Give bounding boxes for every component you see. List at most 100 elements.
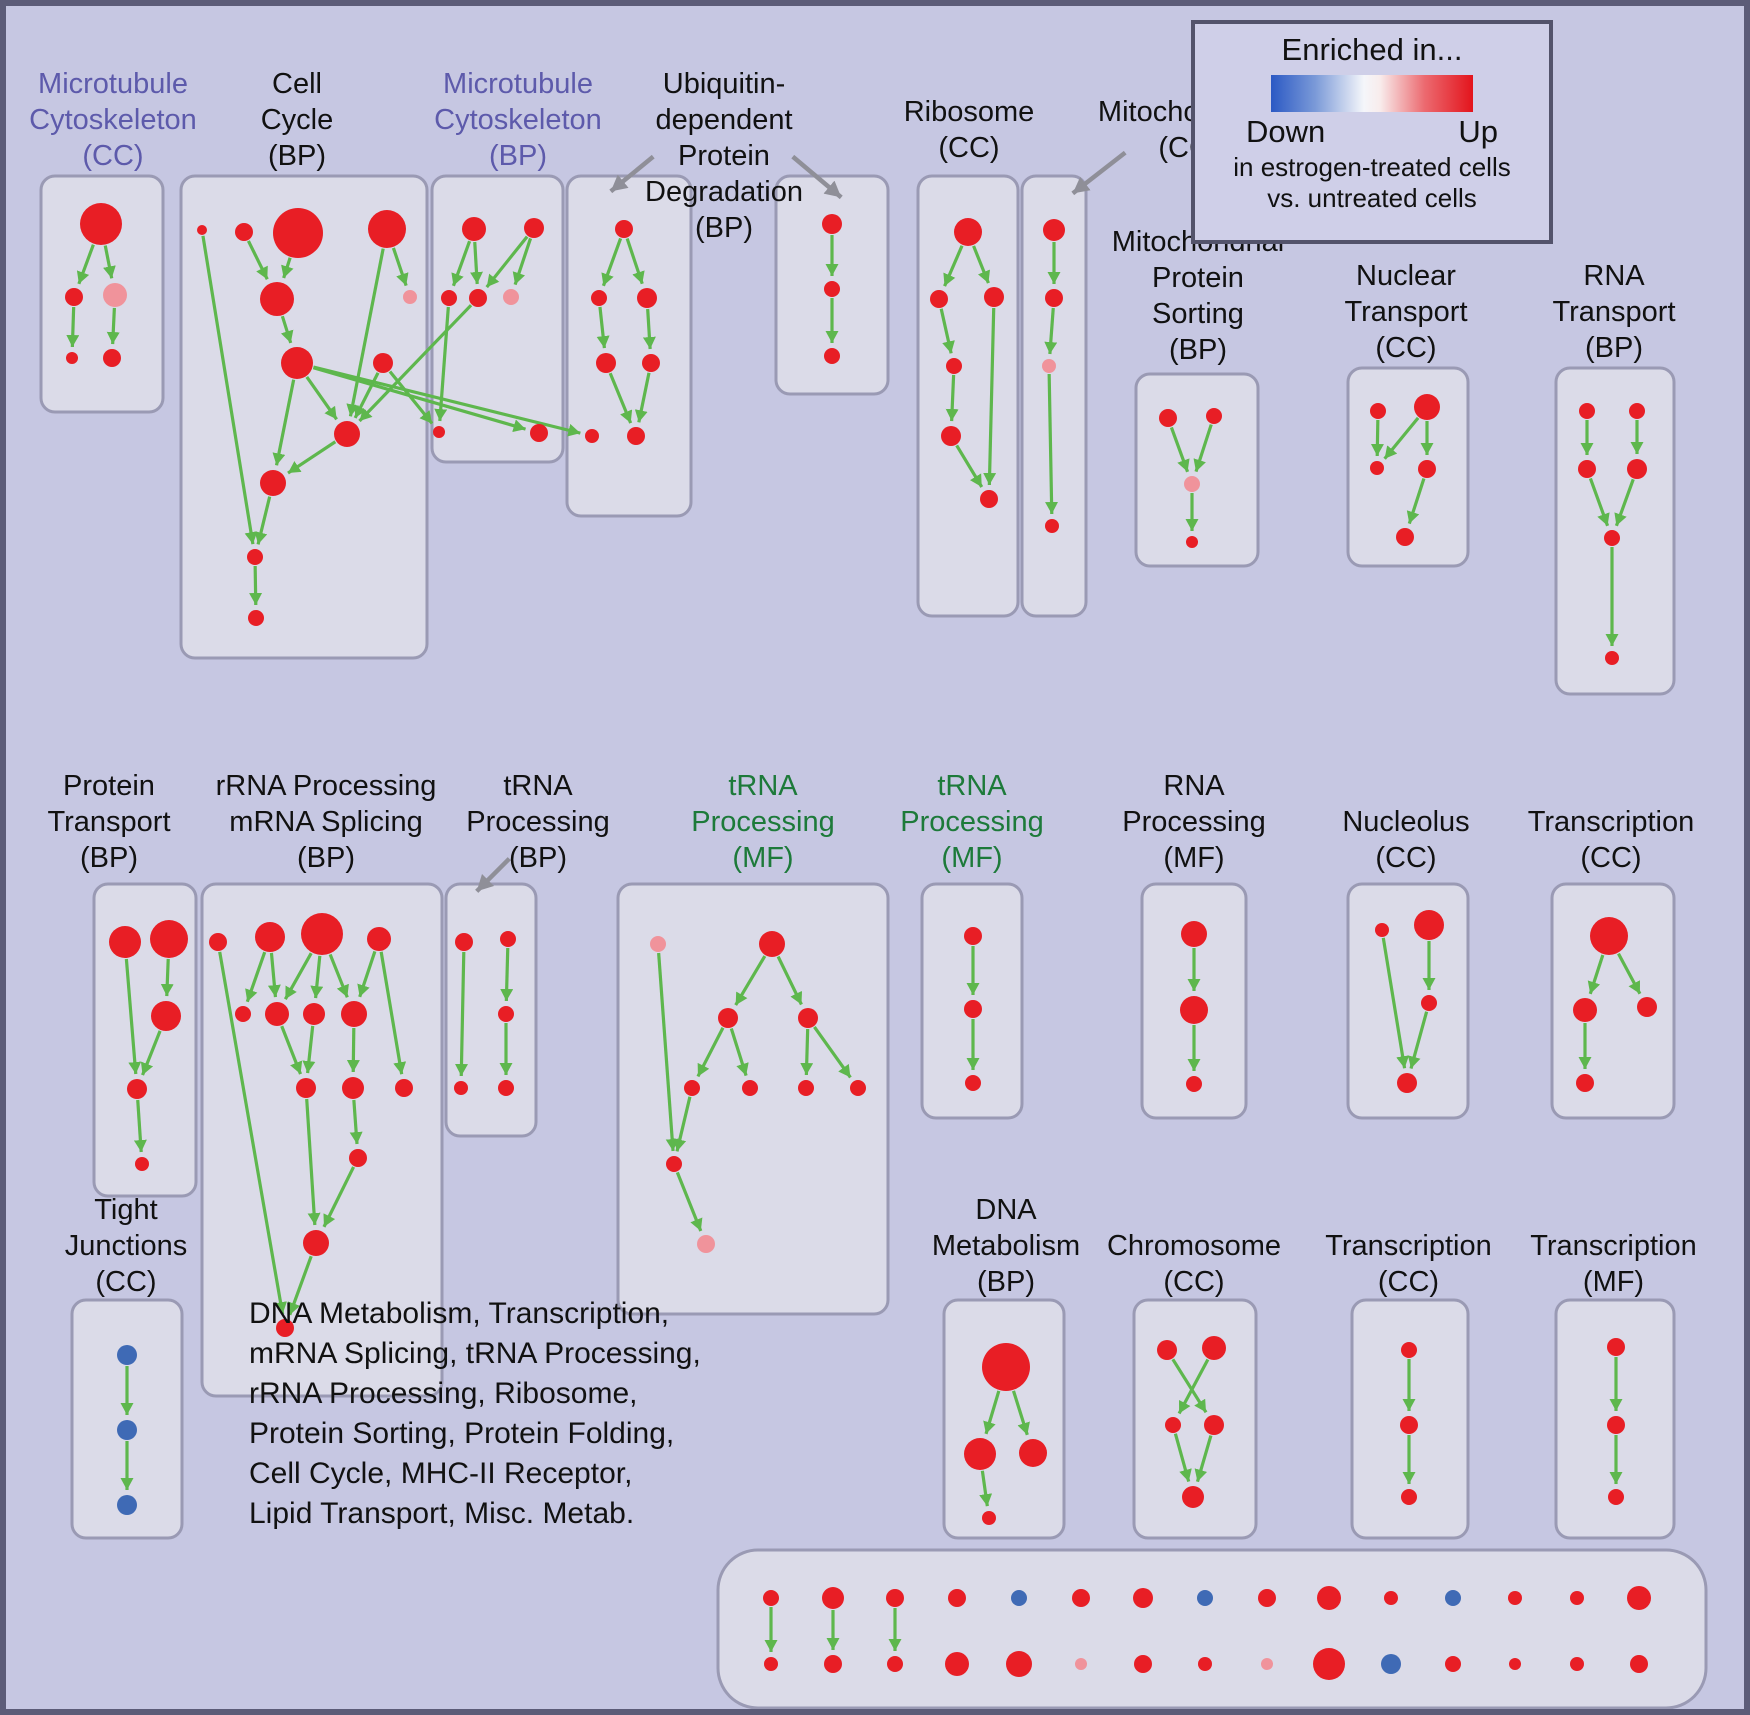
go-term-node — [798, 1008, 818, 1028]
edge — [201, 235, 258, 545]
cluster-label-dna-metabolism: DNA Metabolism (BP) — [931, 1194, 1081, 1298]
go-term-node — [301, 913, 343, 955]
go-term-node — [260, 470, 286, 496]
cluster-box-trna-processing-bp — [444, 882, 538, 1138]
edge — [596, 306, 610, 349]
go-term-node — [150, 920, 188, 958]
edge — [983, 1390, 1001, 1435]
go-term-node — [367, 927, 391, 951]
edge — [1370, 419, 1384, 457]
edge — [512, 237, 533, 286]
network-svg — [39, 150, 1708, 1709]
go-term-node — [1165, 1417, 1181, 1433]
go-term-node — [742, 1080, 758, 1096]
edge — [254, 496, 272, 545]
go-term-node — [1180, 996, 1208, 1024]
edge — [1171, 1358, 1208, 1414]
go-term-node — [718, 1008, 738, 1028]
go-term-node — [1317, 1586, 1341, 1610]
edge — [1587, 954, 1605, 995]
go-term-node — [1397, 1073, 1417, 1093]
go-term-node — [945, 1652, 969, 1676]
edge — [379, 951, 407, 1075]
cluster-label-mixed-terms: DNA Metabolism, Transcription, mRNA Spli… — [249, 1297, 701, 1530]
cluster-box-nucleolus — [1346, 882, 1470, 1120]
edge — [943, 245, 964, 287]
go-term-node — [462, 217, 486, 241]
go-term-node — [235, 223, 253, 241]
go-term-node — [454, 1081, 468, 1095]
cluster-box-microtubule-cytoskeleton-bp — [430, 174, 565, 464]
go-term-node — [441, 290, 457, 306]
edge — [218, 951, 287, 1315]
go-term-node — [886, 1589, 904, 1607]
go-term-node — [265, 1002, 289, 1026]
go-term-node — [109, 926, 141, 958]
cluster-label-transcription-cc-1: Transcription (CC) — [1527, 806, 1695, 874]
edge — [280, 315, 294, 344]
edge — [1045, 373, 1059, 515]
go-term-node — [824, 348, 840, 364]
edge — [642, 308, 656, 350]
cluster-label-protein-transport: Protein Transport (BP) — [47, 770, 171, 874]
go-term-node — [103, 283, 127, 307]
edge — [106, 307, 120, 345]
go-term-node — [1072, 1589, 1090, 1607]
go-term-node — [65, 288, 83, 306]
edge — [485, 235, 529, 289]
edge — [972, 245, 991, 284]
edge — [249, 565, 263, 606]
go-term-node — [642, 354, 660, 372]
go-term-node — [697, 1235, 715, 1253]
edge — [1169, 426, 1190, 473]
edge — [1194, 1435, 1213, 1483]
cluster-label-microtubule-cytoskeleton-bp: Microtubule Cytoskeleton (BP) — [434, 68, 602, 172]
edge — [609, 154, 655, 194]
go-term-node — [197, 225, 207, 235]
edge — [625, 237, 645, 285]
legend-up-label: Up — [1458, 114, 1498, 149]
go-term-node — [1637, 997, 1657, 1017]
edge — [246, 240, 269, 280]
edge — [813, 1026, 852, 1079]
go-term-node — [637, 288, 657, 308]
go-term-node — [342, 1077, 364, 1099]
go-term-node — [1400, 1416, 1418, 1434]
go-term-node — [822, 214, 842, 234]
cluster-box-dna-metabolism — [942, 1298, 1066, 1540]
go-term-node — [1570, 1591, 1584, 1605]
go-term-node — [1578, 460, 1596, 478]
go-term-node — [135, 1157, 149, 1171]
go-term-node — [117, 1420, 137, 1440]
go-term-node — [627, 427, 645, 445]
go-term-node — [260, 282, 294, 316]
go-term-node — [1313, 1648, 1345, 1680]
go-term-node — [1579, 403, 1595, 419]
cluster-box-mixed-terms — [716, 1548, 1708, 1709]
go-term-node — [209, 933, 227, 951]
legend-subtitle-1: in estrogen-treated cells — [1233, 152, 1511, 182]
legend-down-label: Down — [1246, 114, 1326, 149]
edge — [776, 955, 803, 1006]
edge — [475, 857, 511, 893]
edge — [983, 307, 997, 486]
cluster-label-ubiquitin-degradation: Ubiquitin- dependent Protein Degradation… — [645, 68, 803, 244]
go-term-node — [1576, 1074, 1594, 1092]
go-term-node — [1181, 921, 1207, 947]
go-term-node — [1630, 1655, 1648, 1673]
go-term-node — [117, 1345, 137, 1365]
cluster-label-nucleolus: Nucleolus (CC) — [1342, 806, 1470, 874]
go-term-node — [1075, 1658, 1087, 1670]
go-term-node — [982, 1343, 1030, 1391]
go-term-node — [1258, 1589, 1276, 1607]
go-term-node — [1006, 1651, 1032, 1677]
go-term-node — [248, 610, 264, 626]
go-term-node — [941, 426, 961, 446]
go-term-node — [964, 1000, 982, 1018]
edge — [133, 1099, 147, 1153]
edge — [734, 955, 767, 1006]
go-term-node — [103, 349, 121, 367]
go-term-node — [503, 289, 519, 305]
edge — [1588, 477, 1610, 527]
go-term-node — [1607, 1338, 1625, 1356]
